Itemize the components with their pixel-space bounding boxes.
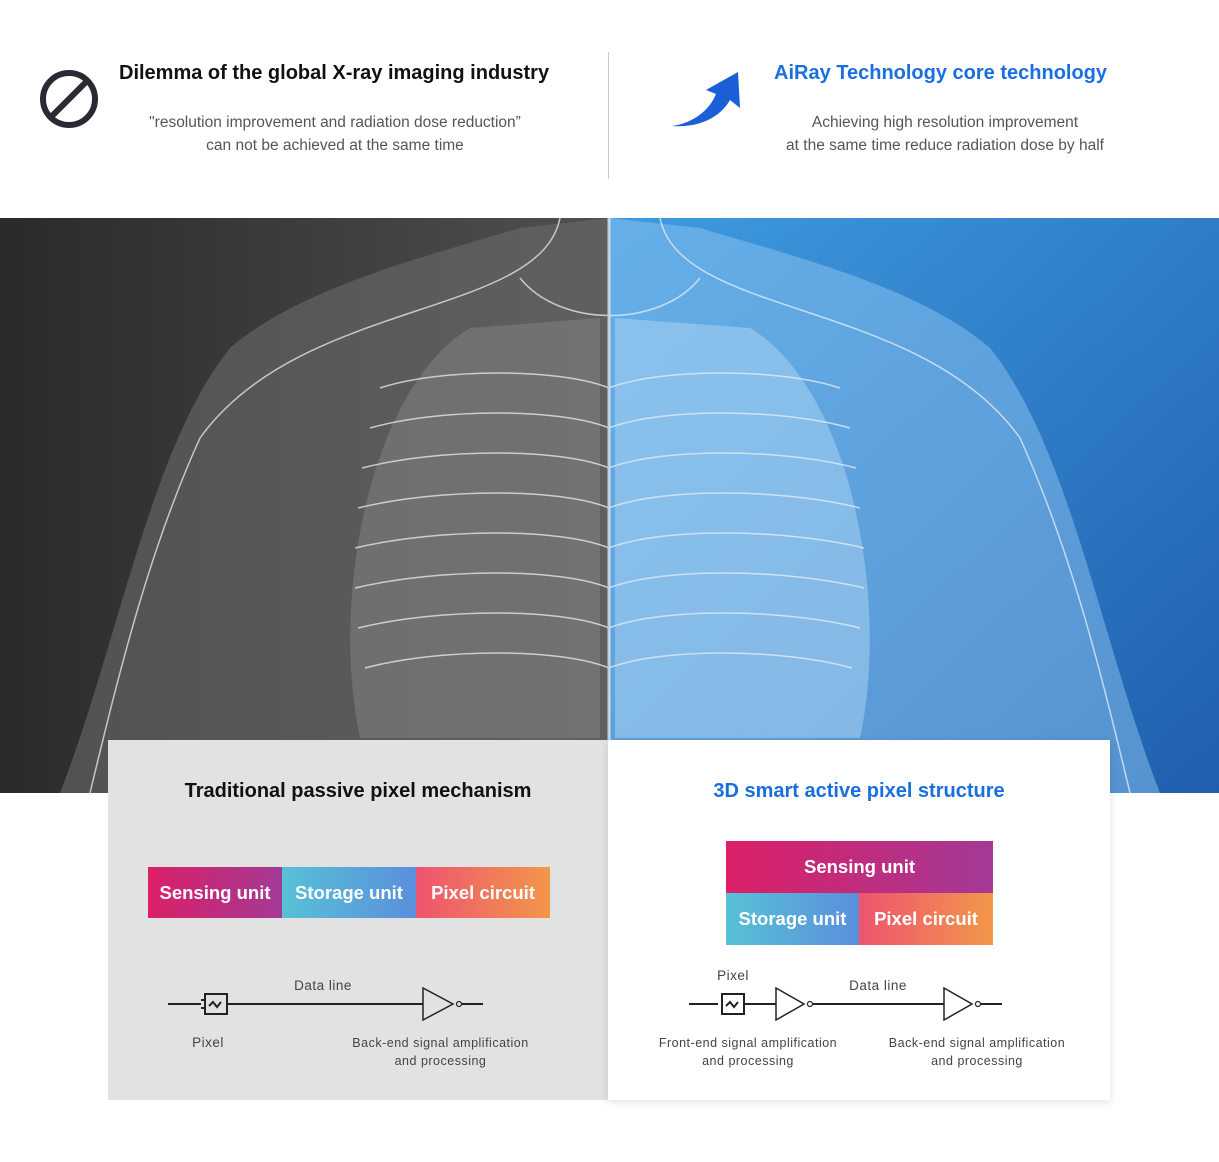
sensing-unit-block: Sensing unit	[148, 867, 282, 918]
backend-line-1: Back-end signal amplification	[888, 1036, 1066, 1050]
dilemma-title: Dilemma of the global X-ray imaging indu…	[119, 62, 550, 84]
xray-comparison-image	[0, 218, 1219, 793]
pixel-circuit-block: Pixel circuit	[859, 893, 993, 945]
smart-pixel-card: 3D smart active pixel structure Sensing …	[608, 740, 1110, 1100]
storage-unit-block: Storage unit	[726, 893, 859, 945]
sensing-unit-block: Sensing unit	[726, 841, 993, 893]
traditional-data-line-label: Data line	[294, 978, 352, 993]
backend-line-1: Back-end signal amplification	[352, 1036, 529, 1050]
smart-title: 3D smart active pixel structure	[713, 780, 1005, 802]
dilemma-text: "resolution improvement and radiation do…	[100, 111, 570, 157]
dilemma-line-2: can not be achieved at the same time	[206, 137, 464, 154]
airay-line-1: Achieving high resolution improvement	[811, 114, 1079, 131]
smart-pixel-label: Pixel	[717, 968, 749, 983]
smart-frontend-label: Front-end signal amplification and proce…	[638, 1034, 858, 1070]
smart-backend-label: Back-end signal amplification and proces…	[868, 1034, 1086, 1070]
airay-line-2: at the same time reduce radiation dose b…	[786, 137, 1104, 154]
prohibited-icon	[38, 68, 100, 135]
frontend-line-1: Front-end signal amplification	[658, 1036, 838, 1050]
traditional-pixel-label: Pixel	[192, 1035, 224, 1050]
airay-title: AiRay Technology core technology	[774, 62, 1108, 84]
traditional-title: Traditional passive pixel mechanism	[184, 780, 532, 802]
smart-data-line-label: Data line	[849, 978, 907, 993]
backend-line-2: and processing	[931, 1054, 1023, 1068]
passive-circuit-diagram	[168, 986, 483, 1022]
dilemma-line-1: "resolution improvement and radiation do…	[149, 114, 521, 131]
upward-arrow-icon	[668, 68, 743, 135]
active-circuit-diagram	[689, 986, 1002, 1022]
frontend-line-2: and processing	[702, 1054, 794, 1068]
traditional-pixel-card: Traditional passive pixel mechanism Sens…	[108, 740, 608, 1100]
header-divider	[608, 52, 609, 179]
traditional-backend-label: Back-end signal amplification and proces…	[328, 1034, 553, 1070]
storage-unit-block: Storage unit	[282, 867, 416, 918]
pixel-circuit-block: Pixel circuit	[416, 867, 550, 918]
backend-line-2: and processing	[394, 1054, 487, 1068]
airay-text: Achieving high resolution improvement at…	[740, 111, 1150, 157]
